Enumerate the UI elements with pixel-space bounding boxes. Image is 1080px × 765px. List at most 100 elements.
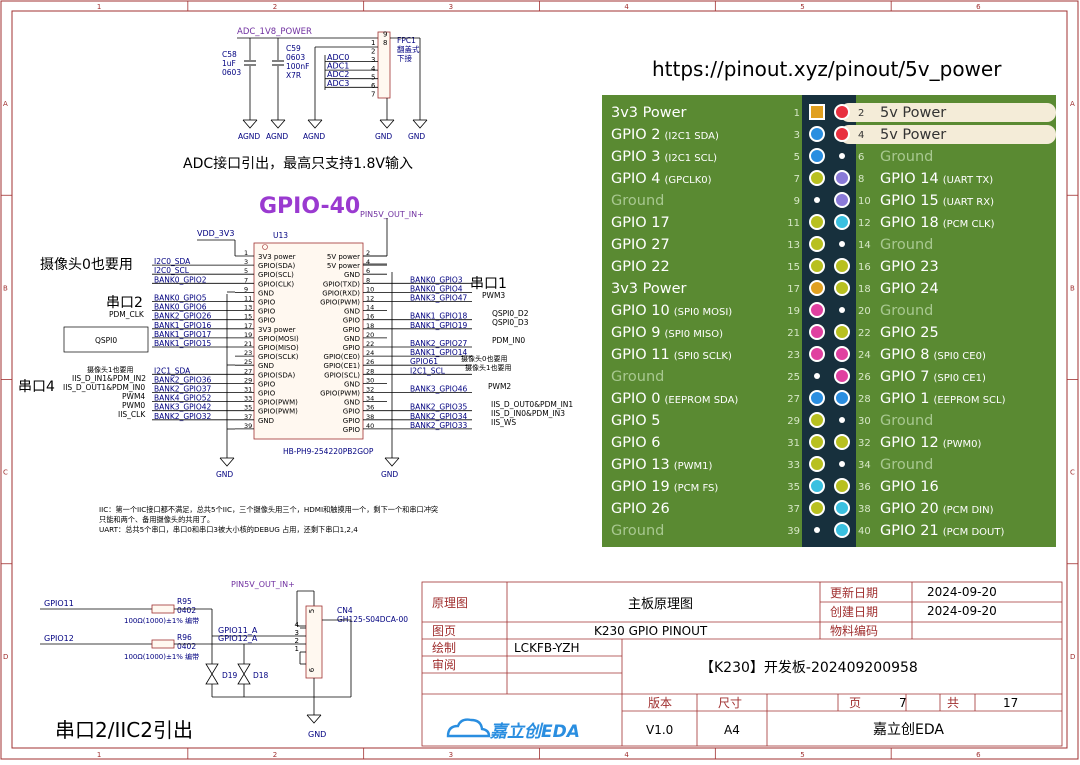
pin-dot[interactable]: [814, 373, 820, 379]
fpc1-pin-number: 2: [371, 48, 375, 56]
cn4-pin-number: 3: [295, 629, 299, 637]
pin-dot[interactable]: [809, 148, 825, 164]
cam1-note: 摄像头1也要用: [87, 365, 133, 374]
tb-total: 17: [1003, 696, 1018, 710]
u13-pin-name: GPIO(PWM): [258, 408, 298, 416]
pin-dot[interactable]: [809, 456, 825, 472]
pin-dot[interactable]: [839, 307, 845, 313]
pin-dot[interactable]: [809, 500, 825, 516]
pin-dot[interactable]: [834, 280, 850, 296]
pin-dot[interactable]: [809, 170, 825, 186]
gpio12-net: GPIO12: [44, 634, 74, 643]
adc-net-label: ADC2: [327, 70, 349, 79]
pinout-right-number: 32: [858, 438, 871, 449]
pin-dot[interactable]: [834, 346, 850, 362]
pin-dot[interactable]: [809, 390, 825, 406]
u13-pin-name: GPIO(MOSI): [258, 335, 299, 343]
pin-dot[interactable]: [809, 478, 825, 494]
pin-dot[interactable]: [834, 434, 850, 450]
u13-pin-name: 5V power: [327, 253, 360, 261]
pinout-url[interactable]: https://pinout.xyz/pinout/5v_power: [652, 57, 1002, 81]
pinout-left-number: 35: [787, 482, 800, 493]
pinout-left-label: Ground: [611, 523, 664, 539]
r95-value: 100Ω(1000)±1% 编带: [124, 616, 199, 625]
u13-pin-name: GPIO(PWM): [320, 390, 360, 398]
iis-dout0-note: IIS_D_OUT0&PDM_IN1: [491, 400, 573, 409]
pin-dot[interactable]: [834, 214, 850, 230]
cn4-pin-number: 1: [295, 645, 299, 653]
col-marker-bottom: 2: [273, 751, 277, 759]
pinout-right-label: 5v Power: [880, 105, 946, 121]
pin-dot[interactable]: [809, 126, 825, 142]
cn4-pins: 432156: [295, 609, 316, 672]
u13-pin-number: 14: [366, 304, 374, 312]
u13-pin-number: 19: [244, 331, 252, 339]
pinout-right-label: Ground: [880, 303, 933, 319]
pin-dot[interactable]: [809, 258, 825, 274]
row-marker-left: D: [3, 653, 8, 661]
u13-pin-name: GPIO(SDA): [258, 262, 295, 270]
u13-left-net: BANK1_GPIO16: [154, 321, 212, 330]
pin-square[interactable]: [809, 104, 825, 120]
pinout-left-label: GPIO 13(PWM1): [611, 457, 713, 473]
pin-dot[interactable]: [809, 236, 825, 252]
u13-right-net: BANK3_GPIO47: [410, 294, 468, 303]
pin-dot[interactable]: [834, 192, 850, 208]
pin-dot[interactable]: [809, 346, 825, 362]
pin-dot[interactable]: [834, 324, 850, 340]
pin-dot[interactable]: [839, 461, 845, 467]
pin-dot[interactable]: [834, 500, 850, 516]
u13-left-net: BANK1_GPIO15: [154, 339, 212, 348]
ground-label: GND: [375, 132, 392, 141]
u13-pin-name: GPIO: [258, 317, 276, 325]
pin-dot[interactable]: [814, 197, 820, 203]
pin-dot[interactable]: [834, 258, 850, 274]
d19-triangle-top: [205, 663, 219, 675]
footnote-iic: IIC：第一个IIC接口都不满足，总共5个IIC，三个摄像头用三个，HDMI和触…: [99, 505, 438, 514]
u13-pin-number: 12: [366, 295, 374, 303]
ground-label: AGND: [303, 132, 325, 141]
u13-pin-number: 9: [244, 285, 248, 293]
adc-net-label: ADC3: [327, 79, 349, 88]
pin-dot[interactable]: [834, 478, 850, 494]
u13-left-ground: [219, 457, 235, 467]
tb-label-sheet: 页: [849, 696, 861, 710]
pinout-right-number: 16: [858, 262, 871, 273]
pin-dot[interactable]: [809, 214, 825, 230]
pin-dot[interactable]: [809, 280, 825, 296]
pin-dot[interactable]: [809, 302, 825, 318]
pin-dot[interactable]: [834, 390, 850, 406]
pinout-left-label: GPIO 3(I2C1 SCL): [611, 149, 717, 165]
pin-dot[interactable]: [839, 153, 845, 159]
u13-right-net: BANK1_GPIO19: [410, 321, 468, 330]
pin-dot[interactable]: [809, 324, 825, 340]
col-marker-bottom: 5: [800, 751, 804, 759]
u13-pin-name: GPIO(PWM): [320, 299, 360, 307]
pinout-right-number: 4: [858, 130, 864, 141]
pin-dot[interactable]: [834, 368, 850, 384]
uart2-gnd-label: GND: [308, 730, 326, 739]
u13-pin-number: 8: [366, 276, 370, 284]
pin-dot[interactable]: [839, 241, 845, 247]
pin-dot[interactable]: [834, 104, 850, 120]
pin-dot[interactable]: [809, 412, 825, 428]
pin-dot[interactable]: [814, 527, 820, 533]
pin-dot[interactable]: [834, 522, 850, 538]
u13-pin-name: GPIO: [258, 380, 276, 388]
pin-dot[interactable]: [834, 170, 850, 186]
u13-right-net: BANK1_GPIO14: [410, 348, 468, 357]
pin-dot[interactable]: [834, 126, 850, 142]
pin-dot[interactable]: [839, 417, 845, 423]
d18-triangle-bottom: [237, 673, 251, 685]
pin-dot[interactable]: [809, 434, 825, 450]
pinout-left-number: 7: [794, 174, 800, 185]
fpc1-desc2: 下接: [397, 53, 412, 63]
